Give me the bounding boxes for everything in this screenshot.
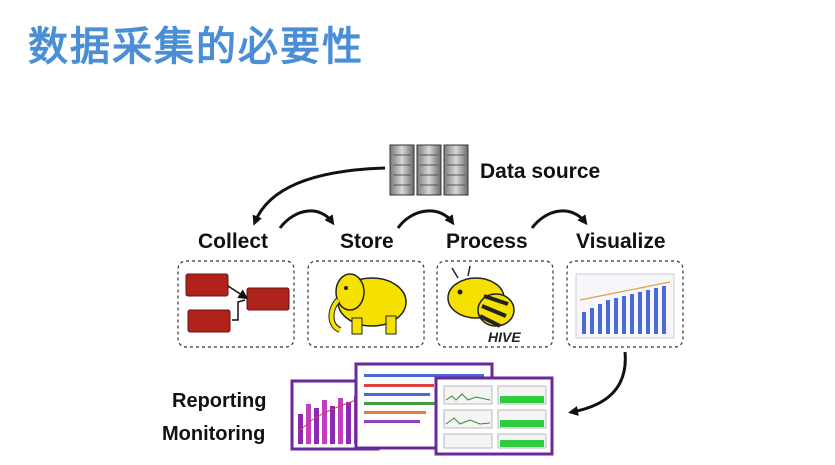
- report-bar: [322, 400, 327, 444]
- arrow-process-to-visualize: [530, 209, 588, 229]
- report-bar: [298, 414, 303, 444]
- stage-label-collect: Collect: [198, 230, 268, 253]
- stage-label-visualize: Visualize: [576, 230, 666, 253]
- viz-bar: [614, 298, 618, 334]
- stage-label-process: Process: [446, 230, 528, 253]
- bar-chart-icon: [575, 273, 675, 339]
- arrow-store-to-process: [396, 209, 455, 229]
- data-source-label: Data source: [480, 160, 600, 183]
- viz-bar: [590, 308, 594, 334]
- viz-bar: [606, 300, 610, 334]
- flow-blocks-icon: [185, 273, 290, 333]
- reporting-label: Reporting: [172, 390, 266, 412]
- stage-box-collect: [177, 260, 295, 348]
- monitoring-dashboard-icon: [434, 376, 554, 456]
- report-bar: [330, 406, 335, 444]
- server-rack-icon: [389, 144, 469, 196]
- report-bar: [346, 402, 351, 444]
- viz-bar: [646, 290, 650, 334]
- viz-bar: [638, 292, 642, 334]
- stage-box-process: [436, 260, 554, 348]
- viz-bar: [598, 304, 602, 334]
- stage-label-store: Store: [340, 230, 394, 253]
- stage-box-store: [307, 260, 425, 348]
- monitoring-label: Monitoring: [162, 423, 265, 445]
- arrow-source-to-collect: [252, 166, 386, 226]
- viz-bar: [582, 312, 586, 334]
- viz-bar: [662, 286, 666, 334]
- hive-bee-icon: HIVE: [447, 265, 521, 345]
- viz-bar: [630, 294, 634, 334]
- viz-bar: [654, 288, 658, 334]
- viz-bar: [622, 296, 626, 334]
- report-bar: [338, 398, 343, 444]
- stage-box-visualize: [566, 260, 684, 348]
- hive-logo-text: HIVE: [488, 329, 521, 345]
- hadoop-elephant-icon: [328, 273, 407, 335]
- report-bar: [314, 408, 319, 444]
- report-bar: [306, 404, 311, 444]
- arrow-visualize-to-reporting: [568, 351, 627, 416]
- arrow-collect-to-store: [278, 209, 335, 229]
- page-title: 数据采集的必要性: [28, 24, 364, 70]
